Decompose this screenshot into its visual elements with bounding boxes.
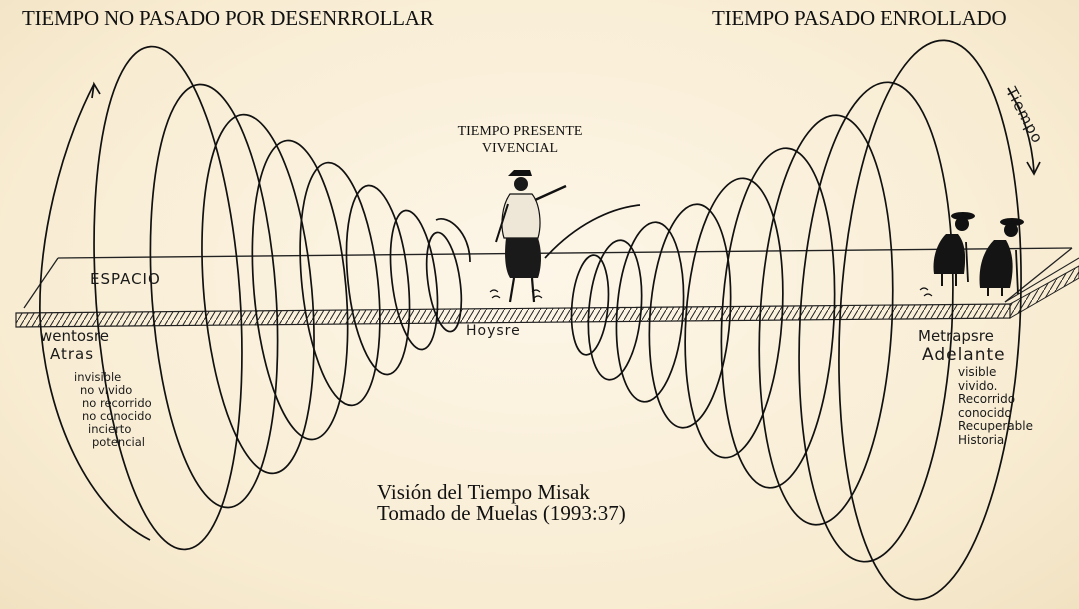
hatched-time-line xyxy=(15,265,1079,328)
behind-misak-label: wentosre xyxy=(40,327,109,345)
figure-caption: Visión del Tiempo Misak Tomado de Muelas… xyxy=(377,482,626,524)
right-coil-7 xyxy=(615,221,685,403)
present-label-line2: VIVENCIAL xyxy=(481,141,559,156)
left-arrow xyxy=(91,81,101,99)
left-coil-6 xyxy=(345,184,411,376)
left-coil-5 xyxy=(299,161,381,407)
ahead-misak-label: Metrapsre xyxy=(918,327,994,345)
right-coil-2 xyxy=(798,81,954,563)
right-coil-1 xyxy=(838,39,1022,601)
present-label-line1: TIEMPO PRESENTE xyxy=(457,124,583,139)
space-plane xyxy=(23,247,1079,309)
right-coil-8 xyxy=(587,239,643,381)
left-coil-2 xyxy=(149,83,279,509)
right-coil-3 xyxy=(758,114,894,526)
list-item: Historia xyxy=(958,432,1005,447)
left-coil-4 xyxy=(251,139,349,441)
present-time-label: TIEMPO PRESENTE VIVENCIAL xyxy=(440,123,600,157)
right-coil-9 xyxy=(570,254,610,356)
list-item: Recorrido xyxy=(958,392,1016,406)
ahead-label: Adelante xyxy=(922,345,1006,365)
list-item: Recuperable xyxy=(958,419,1034,433)
right-coil-4 xyxy=(720,147,836,489)
rolled-time-heading: TIEMPO PASADO ENROLLADO xyxy=(712,6,1007,30)
left-coil-8 xyxy=(425,231,463,333)
future-attributes-list: invisible no vivido no recorrido no cono… xyxy=(74,371,152,449)
time-arrow xyxy=(1007,87,1041,176)
list-item: vivido. xyxy=(958,378,998,393)
list-item: potencial xyxy=(92,435,145,449)
elders-figures xyxy=(919,212,1024,297)
present-person-figure xyxy=(489,170,567,303)
left-coil-1 xyxy=(93,45,243,551)
left-coil-7 xyxy=(389,209,439,351)
list-item: invisible xyxy=(74,370,122,384)
list-item: conocido xyxy=(958,405,1012,420)
list-item: no vivido xyxy=(80,383,133,397)
behind-label: Atras xyxy=(50,345,95,363)
left-coil-3 xyxy=(201,113,315,475)
list-item: no recorrido xyxy=(82,396,152,410)
caption-line1: Visión del Tiempo Misak xyxy=(377,480,590,504)
unrolled-time-heading: TIEMPO NO PASADO POR DESENRROLLAR xyxy=(22,6,434,30)
right-coil-5 xyxy=(684,177,784,459)
present-misak-label: Hoysre xyxy=(466,323,521,339)
right-spiral-rolled-time xyxy=(544,39,1022,601)
right-coil-6 xyxy=(648,203,732,429)
list-item: no conocido xyxy=(82,409,152,423)
past-attributes-list: visible vivido. Recorrido conocido Recup… xyxy=(958,365,1034,447)
list-item: visible xyxy=(958,365,997,379)
left-spiral-unrolled-time xyxy=(39,45,471,551)
caption-line2: Tomado de Muelas (1993:37) xyxy=(377,501,626,525)
space-label: ESPACIO xyxy=(90,270,161,288)
list-item: incierto xyxy=(88,422,132,436)
